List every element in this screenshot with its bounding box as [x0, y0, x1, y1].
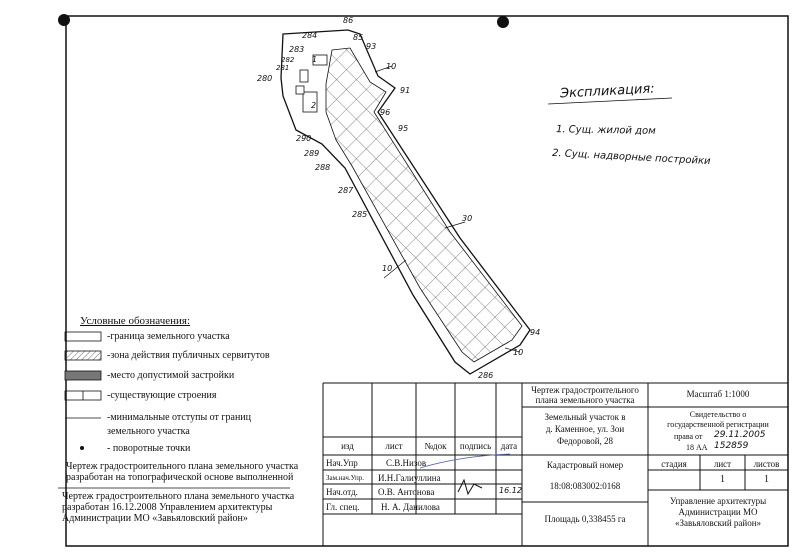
- point-label-284: 284: [302, 31, 318, 40]
- offset-label-10-left: 10: [382, 264, 393, 273]
- scale-label: Масштаб 1:1000: [686, 389, 750, 399]
- binder-hole-top-left: [58, 14, 70, 26]
- footnote-line-2: разработан 16.12.2008 Управлением архите…: [62, 502, 273, 513]
- role-dept-head: Нач.отд.: [326, 487, 358, 497]
- sheet-header: лист: [713, 459, 732, 469]
- point-label-95: 95: [398, 124, 409, 133]
- existing-building-2: [302, 91, 318, 113]
- parcel-boundary: [280, 29, 531, 375]
- legend-item-boundary: -граница земельного участка: [107, 331, 230, 342]
- existing-building-1: [312, 54, 328, 66]
- building-zone: [325, 47, 523, 363]
- offset-line-left: [383, 259, 407, 279]
- footnote-line-1: Чертеж градостроительного плана земельно…: [62, 491, 295, 502]
- title-block-lines: [322, 382, 788, 546]
- legend-symbol-easement: [64, 350, 102, 361]
- certificate-line-2: государственной регистрации: [667, 420, 769, 429]
- org-line-1: Управление архитектуры: [669, 496, 767, 506]
- explication-item-1: 1. Сущ. жилой дом: [555, 124, 656, 137]
- point-label-285: 285: [352, 210, 368, 219]
- name-specialist: Н. А. Данилова: [381, 502, 440, 512]
- point-label-281: 281: [276, 64, 290, 72]
- cadastral-number: 18:08:083002:0168: [549, 481, 621, 491]
- point-label-91: 91: [400, 86, 411, 95]
- certificate-number: 152859: [714, 441, 749, 451]
- building-label-2: 2: [311, 101, 317, 110]
- point-label-86: 86: [343, 16, 354, 25]
- legend-note-2: разработан на топографической основе вып…: [66, 472, 294, 483]
- role-specialist: Гл. спец.: [326, 502, 360, 512]
- name-dept-head: О.В. Антонова: [378, 487, 435, 497]
- existing-building-4: [299, 69, 309, 83]
- doc-title-1: Чертеж градостроительного: [531, 385, 639, 395]
- cadastral-label: Кадастровый номер: [546, 460, 624, 470]
- org-line-2: Администрации МО: [678, 507, 758, 517]
- point-label-283: 283: [289, 45, 305, 54]
- parcel-line-2: д. Каменное, ул. Зои: [545, 424, 625, 434]
- area: Площадь 0,338455 га: [544, 514, 626, 524]
- point-label-93: 93: [366, 42, 377, 51]
- point-label-289: 289: [304, 149, 320, 158]
- legend-item-offsets: -минимальные отступы от границ: [107, 412, 251, 423]
- role-deputy: Зам.нач.Упр.: [326, 474, 364, 482]
- header-list: лист: [385, 441, 403, 451]
- header-date: дата: [500, 441, 518, 451]
- sheet-value: 1: [720, 474, 725, 485]
- name-deputy: И.Н.Галиуллина: [378, 473, 441, 483]
- footnote-line-3: Администрации МО «Завьяловский район»: [62, 513, 248, 524]
- legend-title: Условные обозначения:: [80, 315, 191, 327]
- point-label-287: 287: [338, 186, 354, 195]
- sign-date: 16.12: [499, 486, 522, 495]
- certificate-line-1: Свидетельство о: [689, 410, 747, 419]
- offset-label-10-bottom: 10: [513, 348, 524, 357]
- offset-line-top: [374, 65, 393, 73]
- legend-item-existing: -существующие строения: [107, 390, 217, 401]
- offset-line-mid: [444, 221, 466, 229]
- offset-label-30: 30: [462, 214, 473, 223]
- point-label-290: 290: [296, 134, 312, 143]
- page-frame: [65, 15, 789, 547]
- point-label-286: 286: [478, 371, 494, 380]
- explication-underline: [547, 97, 673, 105]
- org-line-3: «Завьяловский район»: [674, 518, 762, 528]
- header-signature: подпись: [459, 441, 492, 451]
- point-label-85: 85: [353, 33, 364, 42]
- sheets-value: 1: [764, 474, 769, 485]
- header-izd: изд: [341, 441, 354, 451]
- legend-item-points: - поворотные точки: [107, 443, 191, 454]
- signature-scribble: [419, 453, 511, 469]
- point-label-96: 96: [380, 108, 391, 117]
- legend-symbol-boundary: [64, 331, 102, 342]
- legend-note-1: Чертеж градостроительного плана земельно…: [66, 461, 299, 472]
- name-head: С.В.Низов: [386, 458, 427, 468]
- offset-label-10-top: 10: [386, 62, 397, 71]
- legend-symbol-building-zone: [64, 370, 102, 381]
- binder-hole-top-right: [497, 16, 509, 28]
- role-head: Нач.Упр: [326, 458, 358, 468]
- offset-line-bottom: [504, 347, 521, 353]
- sheets-header: листов: [753, 459, 780, 469]
- certificate-line-3: права от: [674, 432, 703, 441]
- existing-building-3: [295, 85, 305, 95]
- doc-title-2: плана земельного участка: [535, 395, 635, 405]
- legend-symbol-point: [80, 446, 84, 450]
- legend-item-easement: -зона действия публичных сервитутов: [107, 350, 270, 361]
- point-label-94: 94: [530, 328, 541, 337]
- certificate-line-4: 18 АА: [686, 443, 708, 452]
- parcel-line-3: Федоровой, 28: [556, 436, 614, 446]
- legend-item-offsets-2: земельного участка: [107, 426, 190, 437]
- signature-mark: [457, 478, 483, 496]
- point-label-282: 282: [281, 56, 295, 64]
- stage-header: стадия: [661, 459, 687, 469]
- legend-item-building-zone: -место допустимой застройки: [107, 370, 235, 381]
- certificate-date: 29.11.2005: [714, 430, 766, 440]
- point-label-280: 280: [257, 74, 273, 83]
- header-ndoc: №док: [424, 441, 447, 451]
- building-label-1: 1: [312, 55, 318, 64]
- parcel-line-1: Земельный участок в: [544, 412, 626, 422]
- point-label-288: 288: [315, 163, 331, 172]
